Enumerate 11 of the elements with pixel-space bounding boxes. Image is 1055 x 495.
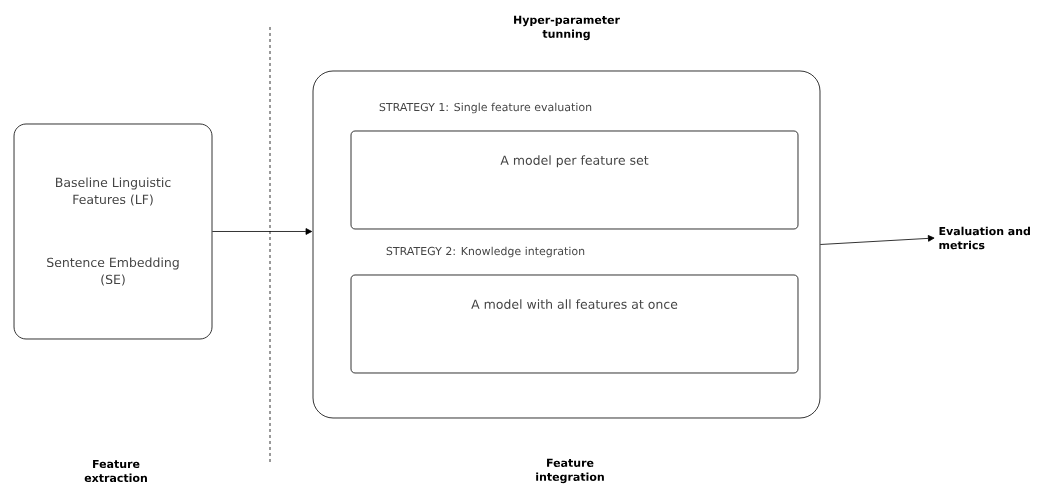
arrow bbox=[212, 228, 313, 235]
heading: Hyper-parameter tunning bbox=[514, 15, 620, 41]
model-box: A model with all features at once bbox=[350, 274, 799, 374]
output-text: Evaluation and metrics bbox=[939, 226, 1030, 250]
arrow bbox=[820, 235, 935, 245]
feature-box: Baseline Linguistic Features (LF) Sentence Embedding (SE) bbox=[13, 123, 213, 340]
strategy-heading: STRATEGY 1: Single feature evaluation bbox=[379, 102, 592, 114]
section-label: Feature integration bbox=[536, 458, 604, 484]
strategy-heading: STRATEGY 2: Knowledge integration bbox=[386, 246, 585, 258]
section-label: Feature extraction bbox=[84, 459, 147, 483]
model-box: A model per feature set bbox=[350, 130, 799, 230]
